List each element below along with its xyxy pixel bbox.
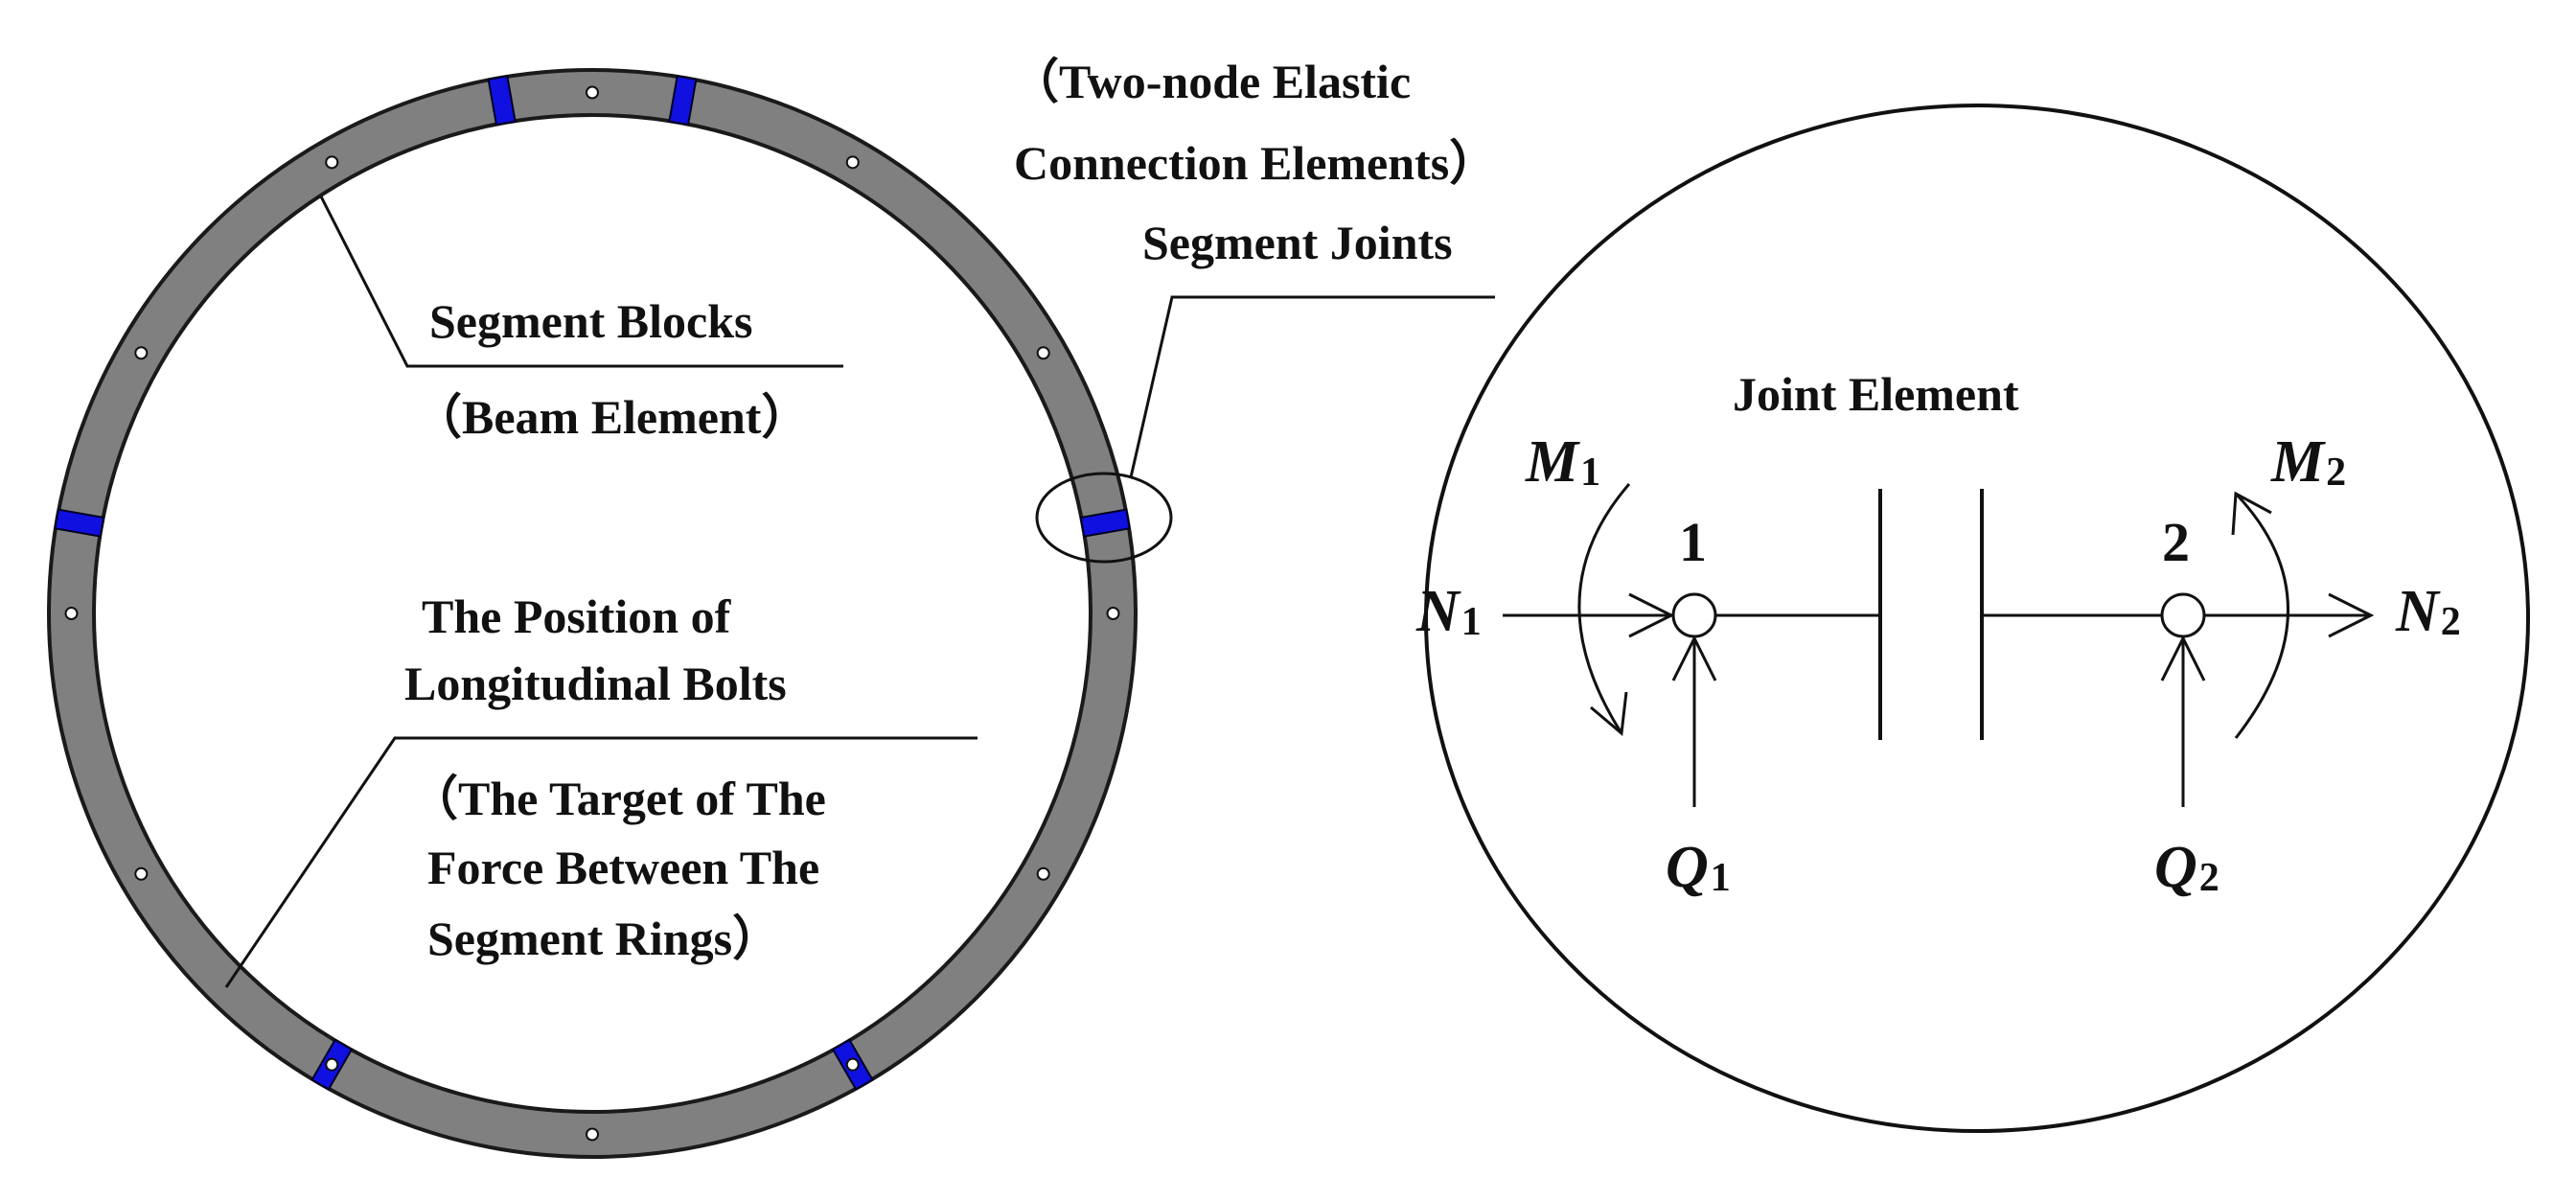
m2-label: M2 (2270, 429, 2346, 495)
q1-label: Q1 (1666, 835, 1731, 900)
bolt-hole-marker (134, 866, 149, 881)
segment-joint-marker (487, 75, 517, 127)
segment-joint-marker (1079, 508, 1131, 538)
q1-arrowhead (1671, 635, 1717, 681)
bolt-position-label-line2: Longitudinal Bolts (404, 657, 787, 710)
segment-ring (47, 68, 1138, 1159)
node-1-circle (1671, 592, 1717, 638)
joint-element-title: Joint Element (1733, 367, 2019, 421)
bolt-hole-marker (1036, 866, 1050, 881)
bolt-hole-marker (325, 1057, 339, 1072)
bolt-target-label-line2: Force Between The (427, 841, 819, 894)
segment-joints-label: Segment Joints (1142, 216, 1453, 269)
connection-elements-label-line2: Connection Elements） (1014, 136, 1497, 190)
connection-elements-label-line1: （Two-node Elastic (1011, 55, 1411, 108)
m1-arrowhead (1590, 691, 1628, 736)
n1-arrowhead (1628, 592, 1675, 638)
segment-joints-leader (1129, 295, 1495, 478)
bolt-hole-marker (845, 155, 860, 170)
bolt-target-label-line3: Segment Rings） (427, 912, 780, 965)
m1-moment-arc (1577, 483, 1631, 734)
segment-joint-marker (668, 75, 698, 127)
m2-arrowhead (2231, 491, 2272, 536)
joint-highlight-ellipse (1035, 472, 1173, 564)
segment-joint-marker (54, 508, 105, 538)
ring-inner-edge (92, 113, 1092, 1114)
segment-blocks-leader (319, 196, 843, 368)
joint-element-zoom-ellipse (1424, 104, 2530, 1133)
bolt-hole-marker (1106, 607, 1120, 620)
beam-element-label: （Beam Element） (414, 390, 809, 444)
bolt-hole-marker (134, 346, 149, 360)
bolt-position-leader (224, 736, 978, 988)
bolt-hole-marker (586, 85, 599, 100)
bolt-hole-marker (325, 155, 339, 170)
bolt-hole-marker (1036, 346, 1050, 360)
bolt-hole-marker (845, 1057, 860, 1072)
longitudinal-bolt-markers (64, 85, 1120, 1142)
bolt-hole-marker (64, 607, 79, 620)
q2-label: Q2 (2154, 835, 2220, 900)
n1-label: N1 (1415, 579, 1482, 644)
m2-moment-arc (2234, 492, 2289, 739)
q2-arrowhead (2160, 635, 2206, 681)
bolt-target-label-line1: （The Target of The (410, 772, 826, 825)
bolt-hole-marker (586, 1127, 599, 1142)
node-2-circle (2160, 592, 2206, 638)
n2-arrowhead (2328, 592, 2375, 638)
node-1-label: 1 (1679, 511, 1707, 573)
n2-label: N2 (2395, 579, 2461, 644)
m1-label: M1 (1525, 429, 1600, 495)
node-2-label: 2 (2162, 511, 2190, 573)
bolt-position-label-line1: The Position of (422, 589, 732, 643)
segment-blocks-label: Segment Blocks (429, 294, 753, 348)
